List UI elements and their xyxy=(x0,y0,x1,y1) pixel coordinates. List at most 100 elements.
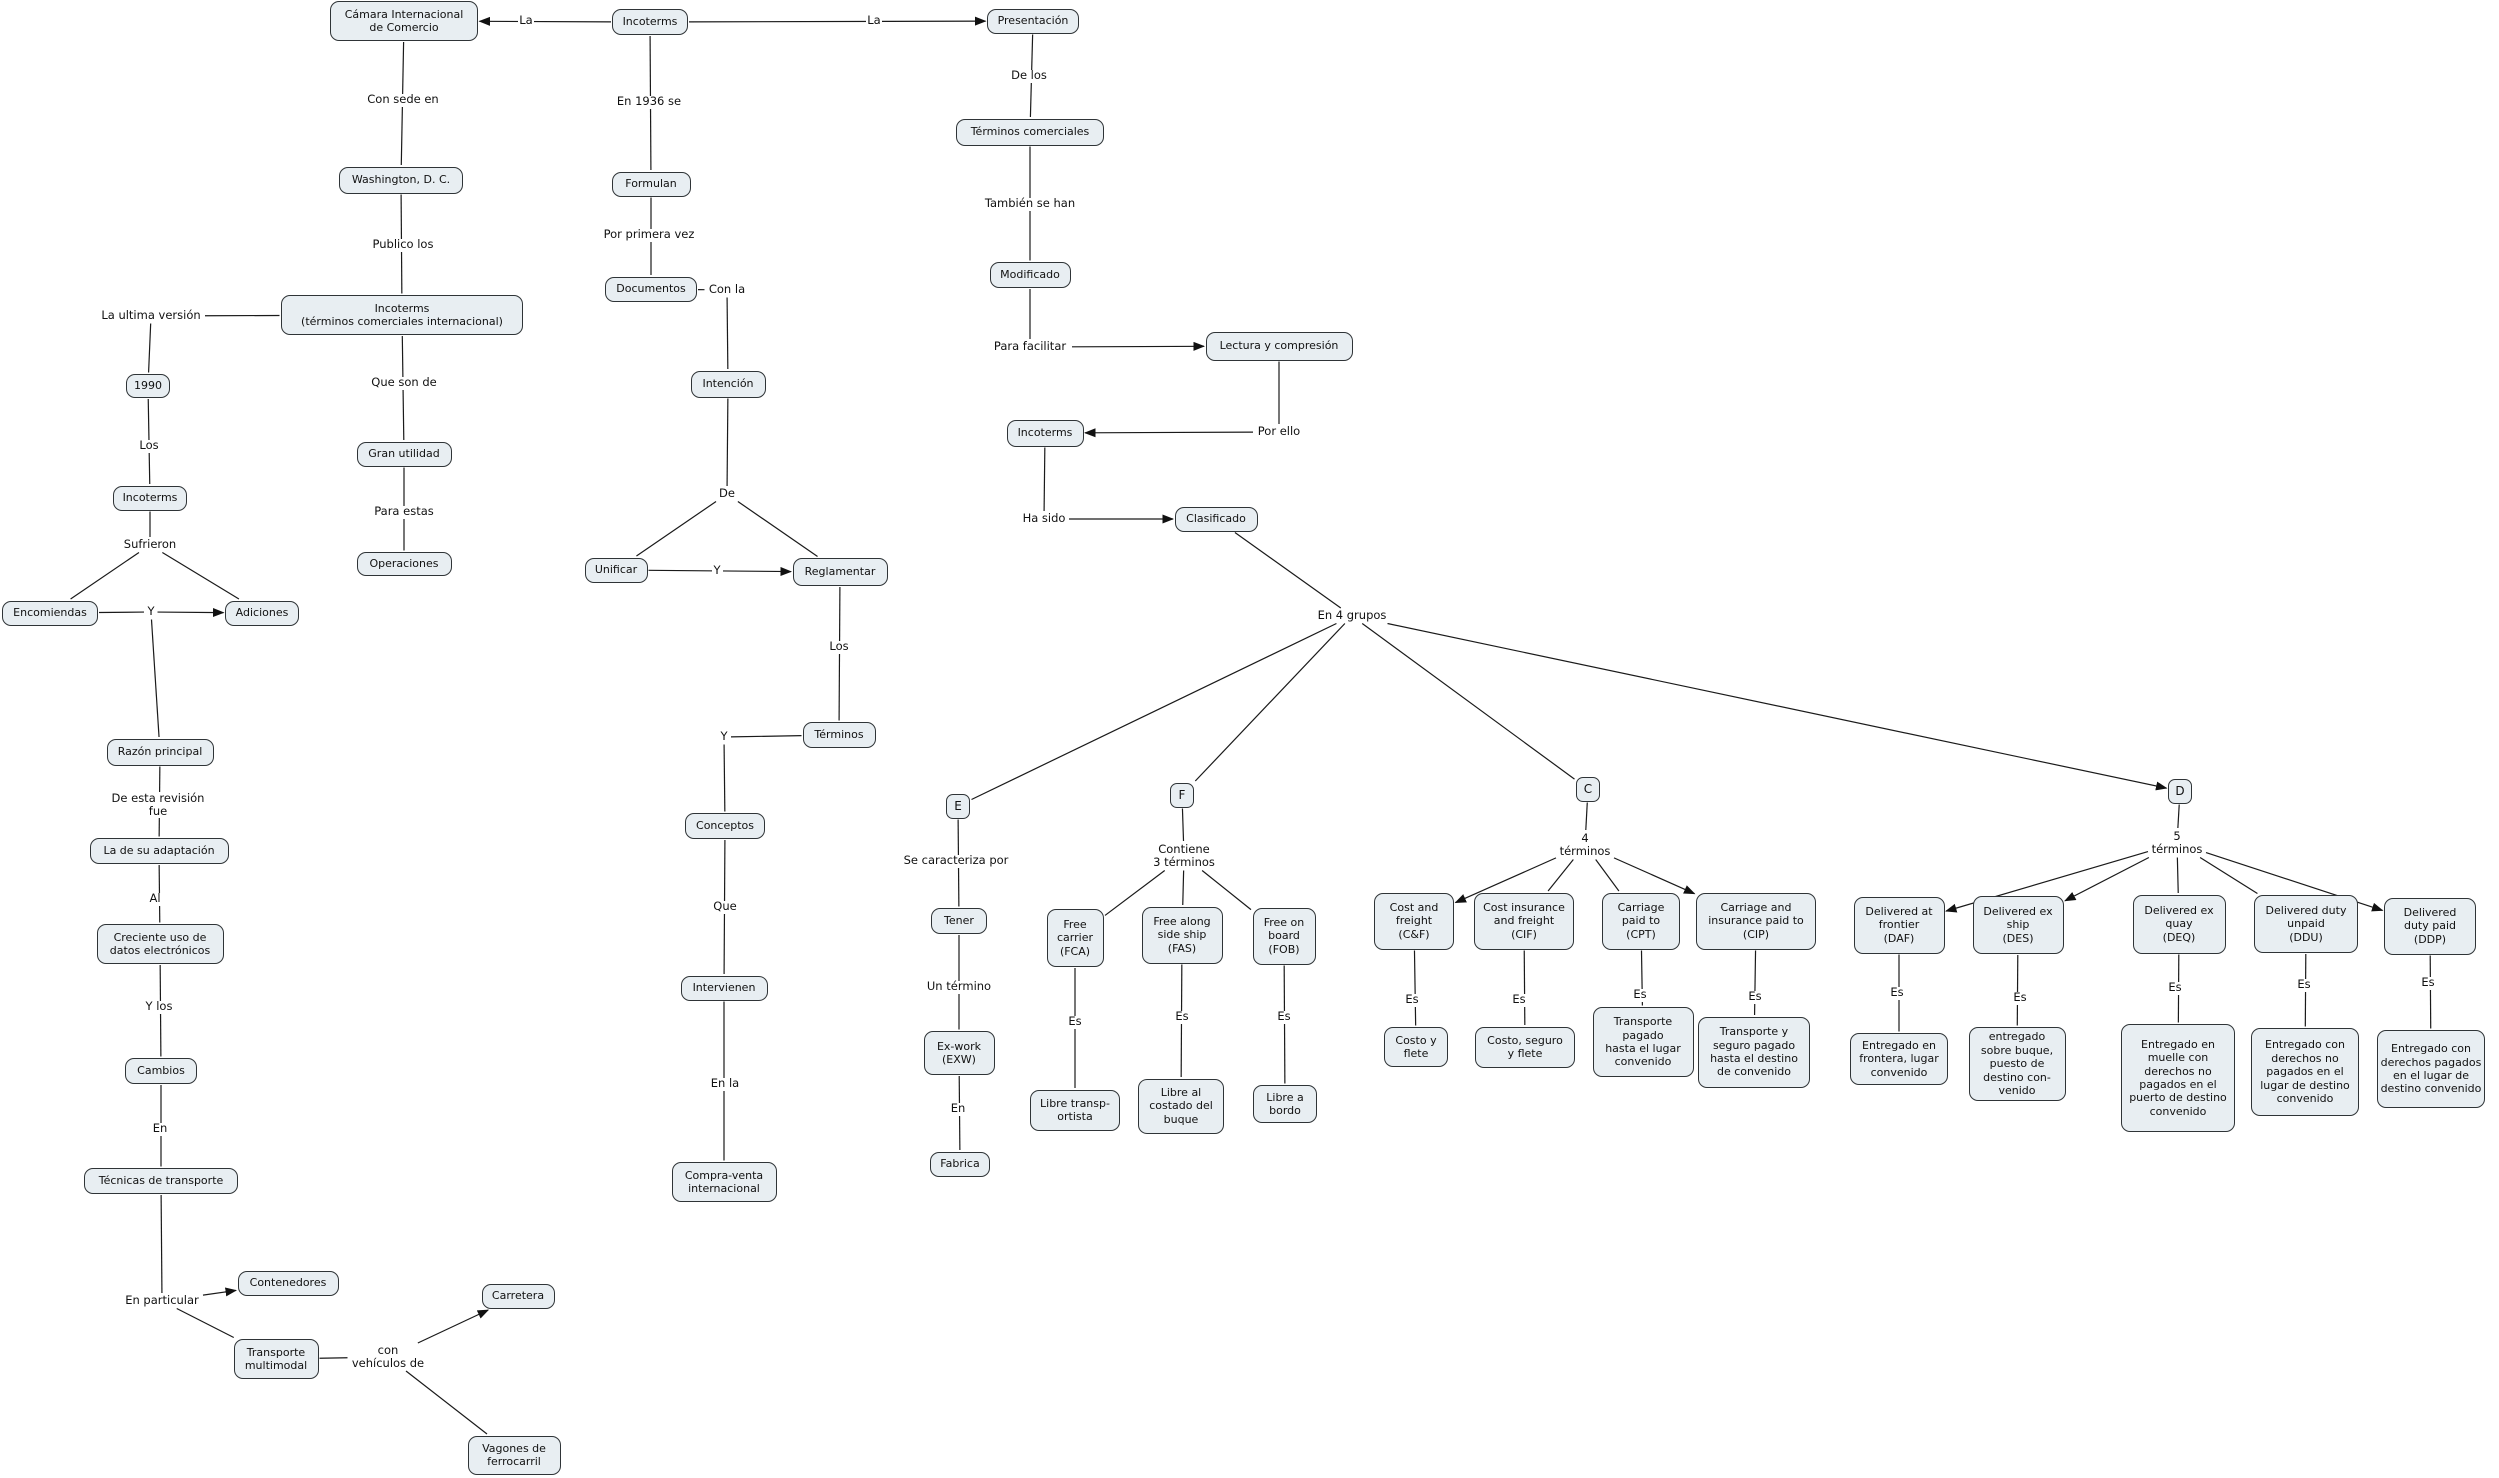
link-phrase-la-ultima[interactable]: La ultima versión xyxy=(98,309,204,323)
concept-node-libre-costado[interactable]: Libre al costado del buque xyxy=(1138,1078,1224,1134)
concept-node-transporte-pagado[interactable]: Transporte pagado hasta el lugar conveni… xyxy=(1592,1007,1694,1077)
group-node-grp-c[interactable]: C xyxy=(1576,776,1600,802)
link-phrase-sufrieron[interactable]: Sufrieron xyxy=(121,538,179,552)
concept-node-fas[interactable]: Free along side ship (FAS) xyxy=(1141,906,1223,964)
link-phrase-y-los[interactable]: Y los xyxy=(142,1000,176,1014)
link-phrase-con-sede[interactable]: Con sede en xyxy=(365,93,441,107)
concept-node-razon[interactable]: Razón principal xyxy=(106,738,214,766)
link-phrase-la1[interactable]: La xyxy=(518,13,534,28)
concept-node-n1990[interactable]: 1990 xyxy=(126,374,170,398)
concept-node-formulan[interactable]: Formulan xyxy=(611,171,691,197)
concept-node-tener[interactable]: Tener xyxy=(931,908,987,934)
link-phrase-en-1936[interactable]: En 1936 se xyxy=(615,94,683,109)
concept-node-transporte-seguro[interactable]: Transporte y seguro pagado hasta el dest… xyxy=(1698,1016,1810,1088)
group-node-grp-f[interactable]: F xyxy=(1170,782,1194,808)
link-phrase-es-fca[interactable]: Es xyxy=(1066,1014,1084,1029)
concept-node-washington[interactable]: Washington, D. C. xyxy=(339,166,463,194)
concept-node-gran-utilidad[interactable]: Gran utilidad xyxy=(356,441,452,467)
concept-node-entregado-frontera[interactable]: Entregado en frontera, lugar convenido xyxy=(1850,1033,1948,1085)
concept-node-unificar[interactable]: Unificar xyxy=(584,557,648,583)
link-phrase-la2[interactable]: La xyxy=(866,13,882,28)
concept-node-carretera[interactable]: Carretera xyxy=(481,1283,555,1309)
link-phrase-de-los[interactable]: De los xyxy=(1008,69,1050,83)
concept-node-ddu[interactable]: Delivered duty unpaid (DDU) xyxy=(2254,895,2358,953)
concept-node-intencion[interactable]: Intención xyxy=(690,370,766,398)
concept-node-deq[interactable]: Delivered ex quay (DEQ) xyxy=(2132,894,2226,954)
concept-node-cambios[interactable]: Cambios xyxy=(125,1058,197,1084)
concept-node-reglamentar[interactable]: Reglamentar xyxy=(792,558,888,586)
link-phrase-por-primera[interactable]: Por primera vez xyxy=(600,228,698,242)
concept-node-costo-seguro[interactable]: Costo, seguro y flete xyxy=(1475,1026,1575,1068)
concept-node-des[interactable]: Delivered ex ship (DES) xyxy=(1972,896,2064,954)
link-phrase-cuatro[interactable]: 4 términos xyxy=(1557,831,1613,859)
link-phrase-es-des[interactable]: Es xyxy=(2011,990,2029,1005)
concept-node-operaciones[interactable]: Operaciones xyxy=(356,552,452,576)
concept-node-camara[interactable]: Cámara Internacional de Comercio xyxy=(330,1,478,41)
link-phrase-es-cpt[interactable]: Es xyxy=(1631,987,1649,1002)
link-phrase-por-ello[interactable]: Por ello xyxy=(1254,425,1304,439)
link-phrase-contiene[interactable]: Contiene 3 términos xyxy=(1151,842,1217,870)
concept-node-exw[interactable]: Ex-work (EXW) xyxy=(923,1031,995,1075)
link-phrase-al[interactable]: Al xyxy=(147,891,163,906)
link-phrase-es-fas[interactable]: Es xyxy=(1173,1009,1191,1024)
concept-node-cpt[interactable]: Carriage paid to (CPT) xyxy=(1602,892,1680,950)
concept-node-documentos[interactable]: Documentos xyxy=(605,276,697,302)
link-phrase-para-estas[interactable]: Para estas xyxy=(371,505,437,519)
link-phrase-es-cif[interactable]: Es xyxy=(1510,992,1528,1007)
link-phrase-con-la[interactable]: Con la xyxy=(706,283,748,297)
concept-node-conceptos[interactable]: Conceptos xyxy=(685,813,765,839)
concept-node-incoterms-right[interactable]: Incoterms xyxy=(1006,419,1084,447)
concept-node-incoterms-tci[interactable]: Incoterms (términos comerciales internac… xyxy=(281,295,523,335)
concept-node-libre-bordo[interactable]: Libre a bordo xyxy=(1253,1085,1317,1123)
link-phrase-y3[interactable]: Y xyxy=(718,729,730,744)
link-phrase-los1[interactable]: Los xyxy=(137,439,161,453)
link-phrase-es-fob[interactable]: Es xyxy=(1275,1009,1293,1024)
concept-node-terminos-comerciales[interactable]: Términos comerciales xyxy=(956,118,1104,146)
concept-node-modificado[interactable]: Modificado xyxy=(989,262,1071,288)
link-phrase-en-particular[interactable]: En particular xyxy=(122,1294,202,1308)
link-phrase-es-ddp[interactable]: Es xyxy=(2419,975,2437,990)
concept-node-entregado-derechos-no[interactable]: Entregado con derechos no pagados en el … xyxy=(2251,1028,2359,1116)
concept-node-tecnicas[interactable]: Técnicas de transporte xyxy=(84,1168,238,1194)
link-phrase-un-termino[interactable]: Un término xyxy=(925,979,993,994)
concept-node-libre-transportista[interactable]: Libre transp- ortista xyxy=(1030,1089,1120,1131)
link-phrase-con-vehiculos[interactable]: con vehículos de xyxy=(349,1343,427,1370)
concept-node-cf[interactable]: Cost and freight (C&F) xyxy=(1374,892,1454,950)
concept-node-costo-flete[interactable]: Costo y flete xyxy=(1384,1027,1448,1067)
concept-node-entregado-muelle[interactable]: Entregado en muelle con derechos no paga… xyxy=(2121,1024,2235,1132)
concept-node-adaptacion[interactable]: La de su adaptación xyxy=(89,838,229,864)
link-phrase-tambien[interactable]: También se han xyxy=(982,197,1078,211)
link-phrase-los2[interactable]: Los xyxy=(827,640,851,654)
concept-node-fabrica[interactable]: Fabrica xyxy=(930,1151,990,1177)
concept-node-entregado-buque[interactable]: entregado sobre buque, puesto de destino… xyxy=(1968,1027,2066,1101)
concept-node-lectura[interactable]: Lectura y compresión xyxy=(1205,331,1353,361)
link-phrase-para-facilitar[interactable]: Para facilitar xyxy=(989,340,1071,354)
concept-node-adiciones[interactable]: Adiciones xyxy=(225,600,299,626)
link-phrase-es-daf[interactable]: Es xyxy=(1888,985,1906,1000)
concept-node-vagones[interactable]: Vagones de ferrocarril xyxy=(467,1435,561,1475)
link-phrase-es-deq[interactable]: Es xyxy=(2166,980,2184,995)
link-phrase-que2[interactable]: Que xyxy=(711,900,739,914)
link-phrase-y2[interactable]: Y xyxy=(711,563,723,578)
concept-node-presentacion[interactable]: Presentación xyxy=(987,8,1079,34)
concept-node-terminos[interactable]: Términos xyxy=(802,722,876,748)
group-node-grp-e[interactable]: E xyxy=(946,793,970,819)
concept-node-cif[interactable]: Cost insurance and freight (CIF) xyxy=(1474,892,1574,950)
concept-node-contenedores[interactable]: Contenedores xyxy=(237,1270,339,1296)
link-phrase-y1[interactable]: Y xyxy=(145,604,157,619)
group-node-grp-d[interactable]: D xyxy=(2168,778,2192,804)
concept-node-clasificado[interactable]: Clasificado xyxy=(1174,506,1258,532)
concept-node-ddp[interactable]: Delivered duty paid (DDP) xyxy=(2384,897,2476,955)
concept-node-compra-venta[interactable]: Compra-venta internacional xyxy=(671,1162,777,1202)
link-phrase-cinco[interactable]: 5 términos xyxy=(2149,829,2205,857)
link-phrase-en1[interactable]: En xyxy=(150,1122,170,1136)
concept-node-incoterms-left[interactable]: Incoterms xyxy=(113,485,187,511)
link-phrase-de2[interactable]: De xyxy=(717,487,737,501)
link-phrase-que-son[interactable]: Que son de xyxy=(370,375,438,390)
link-phrase-se-caracteriza[interactable]: Se caracteriza por xyxy=(899,854,1013,868)
concept-node-entregado-derechos-pagados[interactable]: Entregado con derechos pagados en el lug… xyxy=(2377,1030,2485,1108)
concept-node-daf[interactable]: Delivered at frontier (DAF) xyxy=(1853,896,1945,954)
concept-node-fob[interactable]: Free on board (FOB) xyxy=(1252,907,1316,965)
concept-node-cip[interactable]: Carriage and insurance paid to (CIP) xyxy=(1696,892,1816,950)
concept-node-transporte-multimodal[interactable]: Transporte multimodal xyxy=(233,1339,319,1379)
